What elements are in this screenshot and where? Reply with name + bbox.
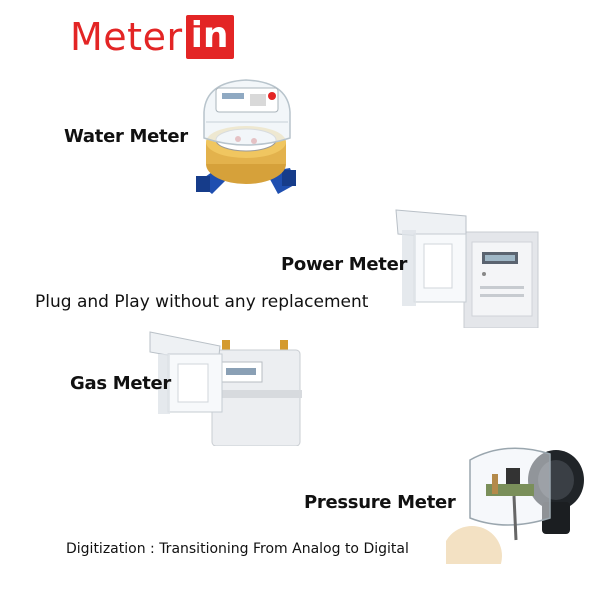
meter-label-power: Power Meter: [281, 254, 408, 275]
logo-box-text: in: [185, 15, 234, 59]
water-meter-icon: [192, 72, 300, 204]
tagline: Plug and Play without any replacement: [35, 292, 369, 312]
power-meter-icon: [394, 208, 540, 328]
logo-text: Meter: [70, 15, 183, 59]
gas-meter-icon: [148, 330, 304, 446]
meter-label-water: Water Meter: [64, 126, 188, 147]
caption: Digitization : Transitioning From Analog…: [66, 541, 409, 557]
meter-label-pressure: Pressure Meter: [304, 492, 456, 513]
meter-label-gas: Gas Meter: [70, 373, 172, 394]
pressure-meter-icon: [446, 440, 588, 564]
